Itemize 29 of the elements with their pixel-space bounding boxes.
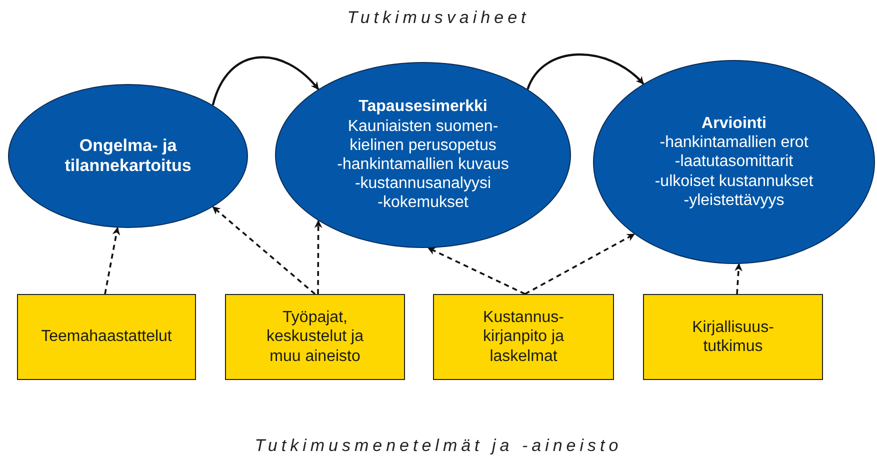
method-box	[225, 294, 405, 380]
method-box	[643, 294, 823, 380]
phase-item: -kokemukset	[378, 193, 468, 213]
method-box	[17, 294, 196, 380]
phase-item: -laatutasomittarit	[674, 152, 794, 172]
dashed-arrow	[314, 220, 322, 294]
dashed-arrow	[104, 226, 120, 294]
dashed-arrow	[734, 263, 742, 294]
method-label: Kirjallisuus- tutkimus	[691, 318, 775, 356]
phase-item: -ulkoiset kustannukset	[654, 172, 814, 191]
phase-item: -kustannusanalyysi	[354, 174, 492, 194]
phase-item: -hankintamallien kuvaus	[337, 155, 509, 174]
section-heading: Tutkimusvaiheet	[347, 8, 530, 28]
phase-title: Ongelma- ja tilannekartoitus	[64, 136, 192, 176]
section-heading: Tutkimusmenetelmät ja -aineisto	[254, 436, 622, 456]
phase-item: -yleistettävyys	[684, 190, 784, 210]
phase-item: -hankintamallien erot	[660, 133, 808, 152]
phase-item: Kauniaisten suomen- kielinen perusopetus	[346, 116, 500, 155]
dashed-arrow	[427, 247, 526, 295]
dashed-arrow	[524, 233, 635, 295]
method-box	[433, 294, 614, 380]
method-label: Kustannus- kirjanpito ja laskelmat	[482, 308, 565, 366]
curved-arrow	[212, 56, 320, 106]
method-label: Työpajat, keskustelut ja muu aineisto	[266, 308, 364, 366]
dashed-arrow	[212, 206, 316, 295]
curved-arrow	[526, 53, 644, 90]
phase-title: Arviointi	[702, 114, 766, 134]
phase-title: Tapausesimerkki	[358, 97, 488, 117]
method-label: Teemahaastattelut	[41, 327, 172, 347]
